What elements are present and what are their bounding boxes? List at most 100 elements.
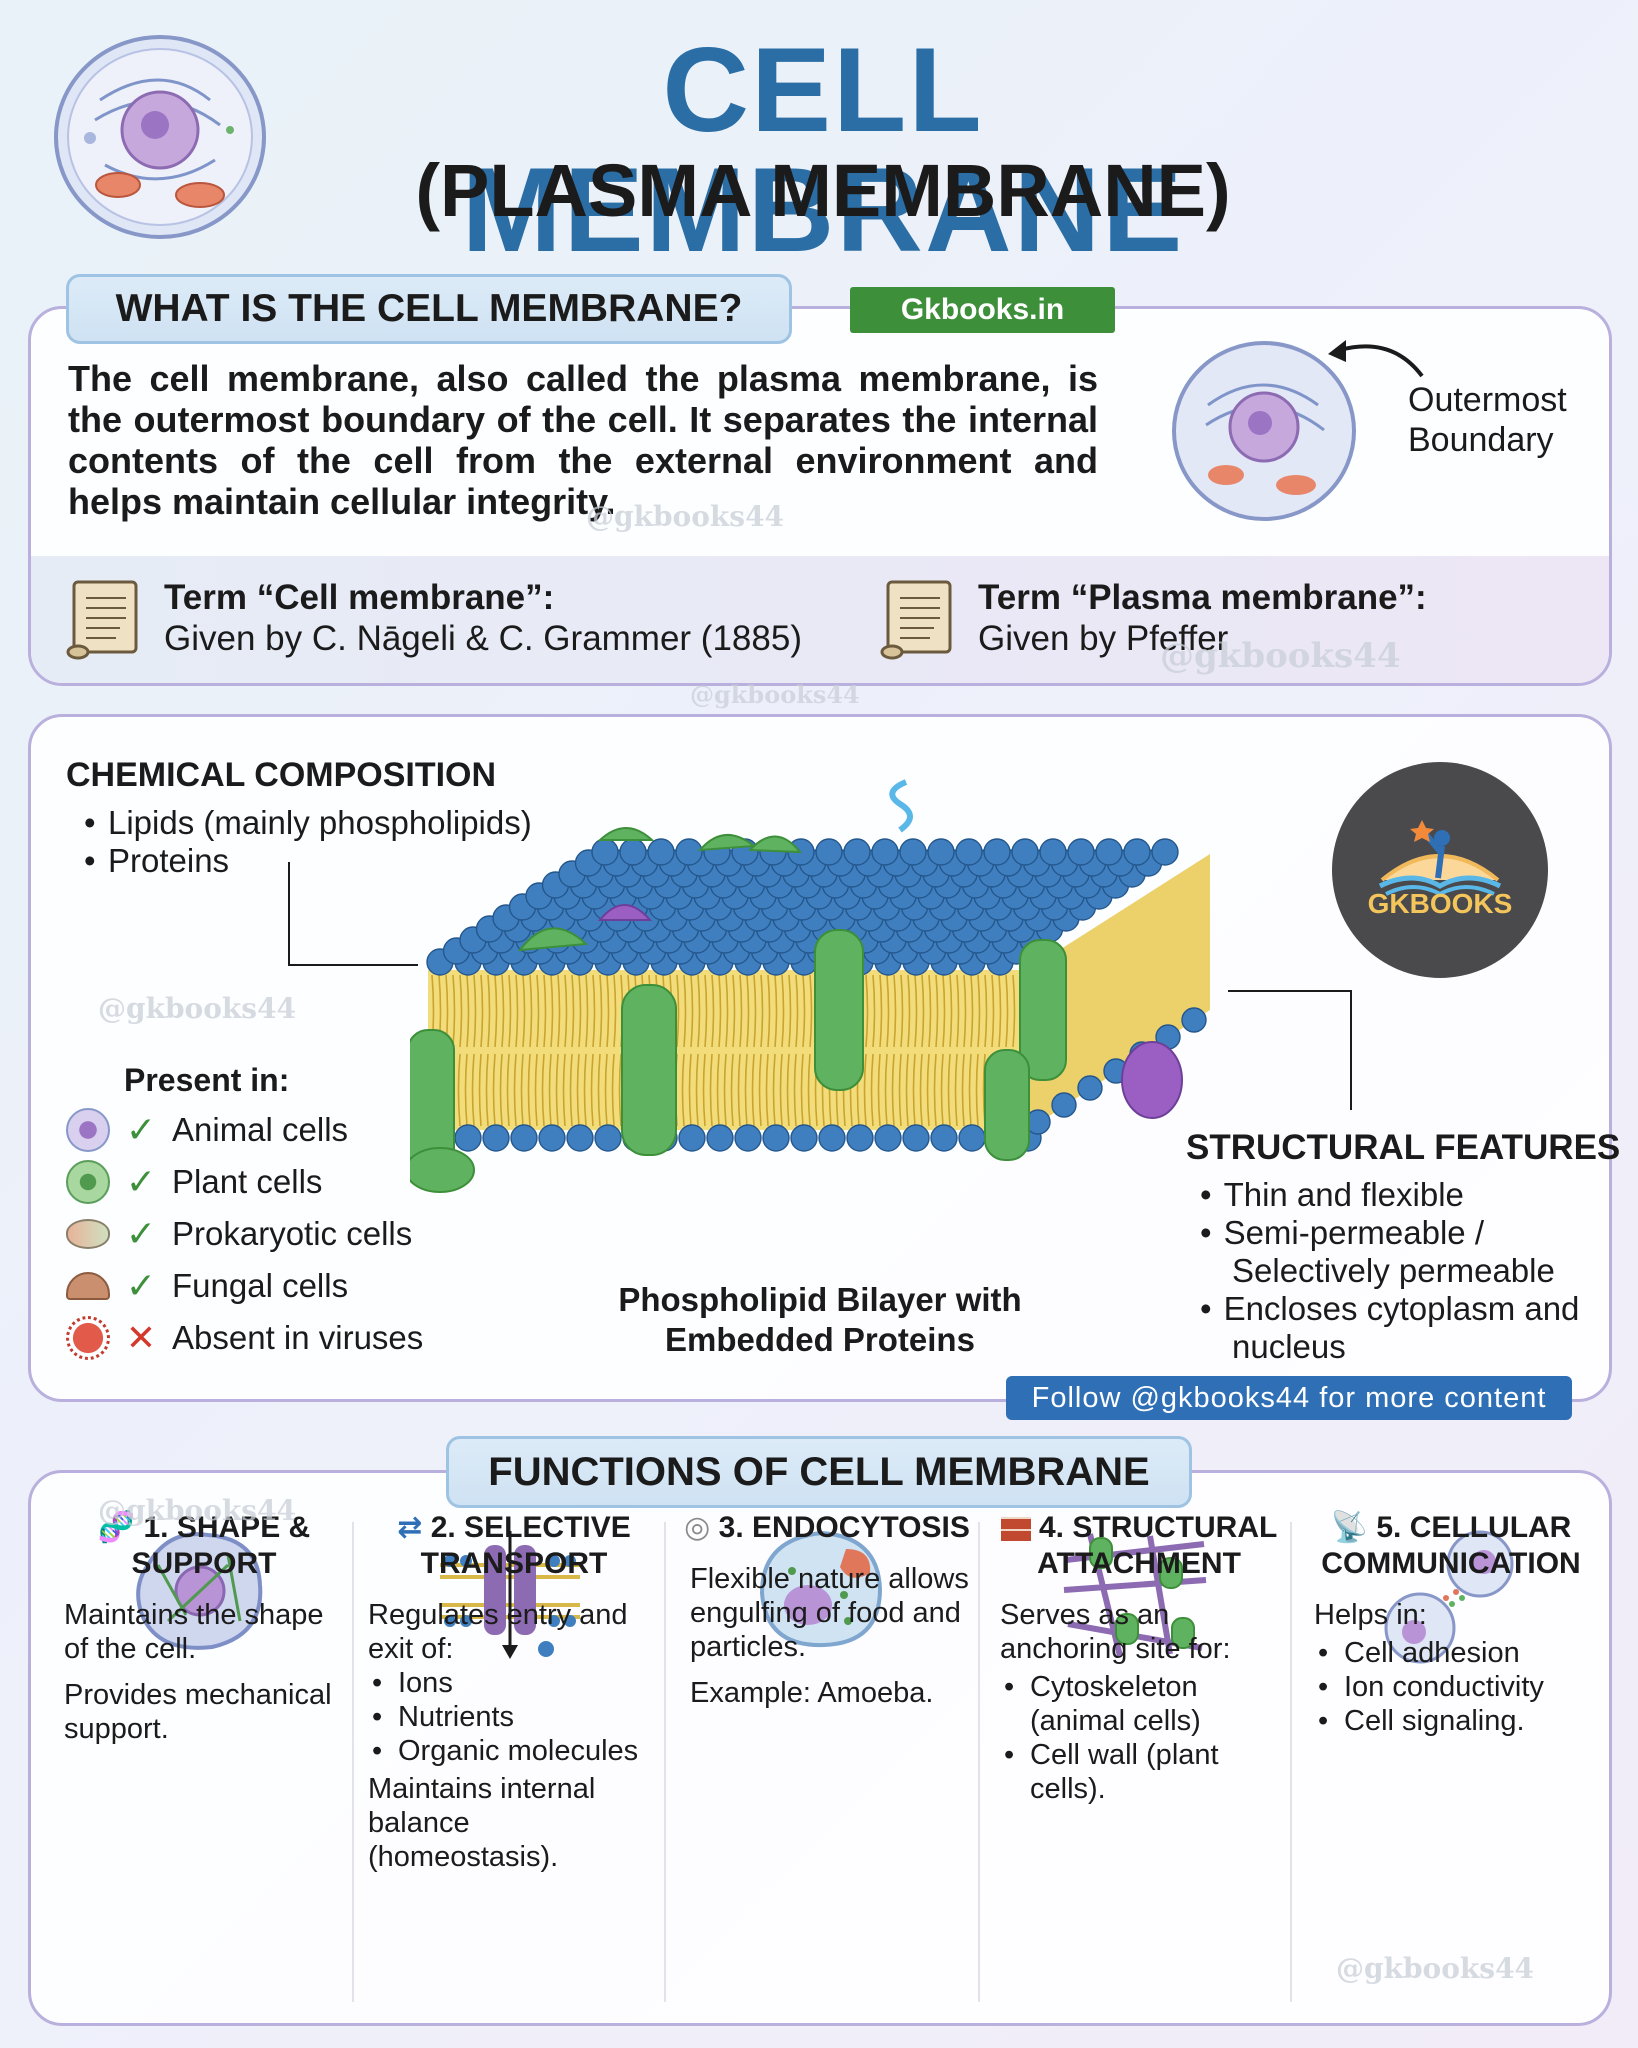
lipid-tail [457, 974, 463, 1127]
present-label: Absent in viruses [172, 1319, 424, 1356]
lipid-head [871, 838, 899, 866]
lipid-tail [884, 974, 890, 1127]
structural-item-cont: nucleus [1232, 1328, 1346, 1365]
lipid-tails-side [1028, 854, 1210, 1130]
function-title: ⇄ 2. SELECTIVE TRANSPORT [368, 1510, 660, 1582]
lipid-tail [891, 974, 897, 1127]
function-title-line2: COMMUNICATION [1321, 1547, 1581, 1580]
boundary-label-line2: Boundary [1408, 421, 1554, 459]
function-text: Provides mechanical support. [64, 1679, 332, 1745]
diagram-caption-line2: Embedded Proteins [665, 1321, 975, 1358]
lipid-head [815, 838, 843, 866]
dna-icon: 🧬 [97, 1511, 136, 1544]
lipid-head [566, 1124, 594, 1152]
lipid-tail [968, 974, 974, 1127]
watermark: @gkbooks44 [98, 1494, 297, 1527]
lipid-head [846, 1124, 874, 1152]
function-title: 4. STRUCTURAL ATTACHMENT [994, 1510, 1284, 1582]
check-icon: ✓ [125, 1109, 157, 1150]
function-title-line1: 4. STRUCTURAL [1039, 1511, 1278, 1544]
lipid-head [1039, 838, 1067, 866]
integral-protein [984, 1049, 1030, 1161]
watermark: @gkbooks44 [690, 680, 860, 709]
lipid-tail [779, 974, 785, 1127]
carbohydrate-chain [889, 779, 913, 833]
composition-list: Lipids (mainly phospholipids) Proteins [80, 804, 532, 880]
lipid-tail [772, 974, 778, 1127]
column-divider [352, 1522, 354, 2002]
present-animal: ✓ Animal cells [66, 1108, 348, 1152]
attachment-illustration [1060, 1530, 1210, 1660]
function-list-item: Nutrients [368, 1700, 660, 1734]
function-list: Cell adhesion Ion conductivity Cell sign… [1314, 1636, 1596, 1738]
lipid-tail [688, 974, 694, 1127]
structural-item-text: Encloses cytoplasm and [1223, 1290, 1580, 1327]
present-in-heading: Present in: [124, 1062, 290, 1098]
lipid-tail [737, 974, 743, 1127]
cross-icon: ✕ [125, 1317, 157, 1358]
lipid-tail [758, 974, 764, 1127]
lipid-tail [730, 974, 736, 1127]
function-list-item: Cell signaling. [1314, 1704, 1596, 1738]
terms-band [31, 556, 1609, 683]
lipid-tail [961, 974, 967, 1127]
structural-item: •Encloses cytoplasm and [1200, 1290, 1580, 1327]
surface-protein [597, 827, 655, 841]
lipid-head [1051, 1092, 1077, 1118]
surface-protein [747, 835, 803, 854]
lipid-head [899, 838, 927, 866]
lipid-head [510, 1124, 538, 1152]
function-title-line2: TRANSPORT [420, 1547, 608, 1580]
lipid-tail [464, 974, 470, 1127]
function-title-line1: 2. SELECTIVE [430, 1511, 631, 1544]
lipid-tail [492, 974, 498, 1127]
function-title-line2: ATTACHMENT [1037, 1547, 1241, 1580]
check-icon: ✓ [125, 1161, 157, 1202]
function-title-line1: 1. SHAPE & [143, 1511, 311, 1544]
structural-item-text: Semi-permeable / [1223, 1214, 1485, 1251]
watermark: @gkbooks44 [1336, 1952, 1535, 1985]
lipid-head [1095, 838, 1123, 866]
animal-cell-icon [66, 1108, 110, 1152]
lipid-tail [478, 974, 484, 1127]
scroll-icon [880, 576, 960, 660]
present-virus: ✕ Absent in viruses [66, 1316, 423, 1360]
exchange-icon: ⇄ [397, 1511, 423, 1544]
header-cell-illustration [50, 30, 270, 245]
function-text: Flexible nature allows engulfing of food… [690, 1563, 969, 1663]
lipid-tail [870, 974, 876, 1127]
function-list: Ions Nutrients Organic molecules [368, 1666, 660, 1768]
watermark: @gkbooks44 [98, 992, 297, 1025]
satellite-icon: 📡 [1330, 1511, 1368, 1544]
lipid-tail [541, 974, 547, 1127]
peripheral-protein [597, 904, 653, 921]
plate-icon: ◎ [684, 1511, 711, 1544]
lipid-tail [604, 974, 610, 1127]
present-prokaryotic: ✓ Prokaryotic cells [66, 1212, 412, 1256]
lipid-head [762, 1124, 790, 1152]
lipid-tail [562, 974, 568, 1127]
follow-banner[interactable]: Follow @gkbooks44 for more content [1006, 1376, 1572, 1420]
column-divider [1290, 1522, 1292, 2002]
lipid-tail [716, 974, 722, 1127]
function-body: Serves as an anchoring site for: Cytoske… [994, 1598, 1284, 1806]
lipid-tail [583, 974, 589, 1127]
endocytosis-illustration [752, 1525, 892, 1655]
lipid-head [818, 1124, 846, 1152]
boundary-cell-illustration [1168, 335, 1360, 527]
present-label: Plant cells [172, 1163, 323, 1200]
lipid-tail [807, 974, 813, 1127]
function-cellular-communication: 📡 5. CELLULAR COMMUNICATION Helps in: Ce… [1306, 1510, 1596, 1738]
structural-leader-line [1228, 990, 1352, 1110]
present-fungal: ✓ Fungal cells [66, 1264, 348, 1308]
brick-icon [1000, 1517, 1031, 1542]
lipid-head [454, 1124, 482, 1152]
lipid-tail [576, 974, 582, 1127]
composition-item: Lipids (mainly phospholipids) [80, 804, 532, 842]
structural-item-text: Thin and flexible [1223, 1176, 1464, 1213]
scroll-icon [66, 576, 146, 660]
lipid-tail [919, 974, 925, 1127]
functions-heading: FUNCTIONS OF CELL MEMBRANE [446, 1436, 1192, 1508]
function-title-line2: SUPPORT [131, 1547, 277, 1580]
lipid-tail [954, 974, 960, 1127]
